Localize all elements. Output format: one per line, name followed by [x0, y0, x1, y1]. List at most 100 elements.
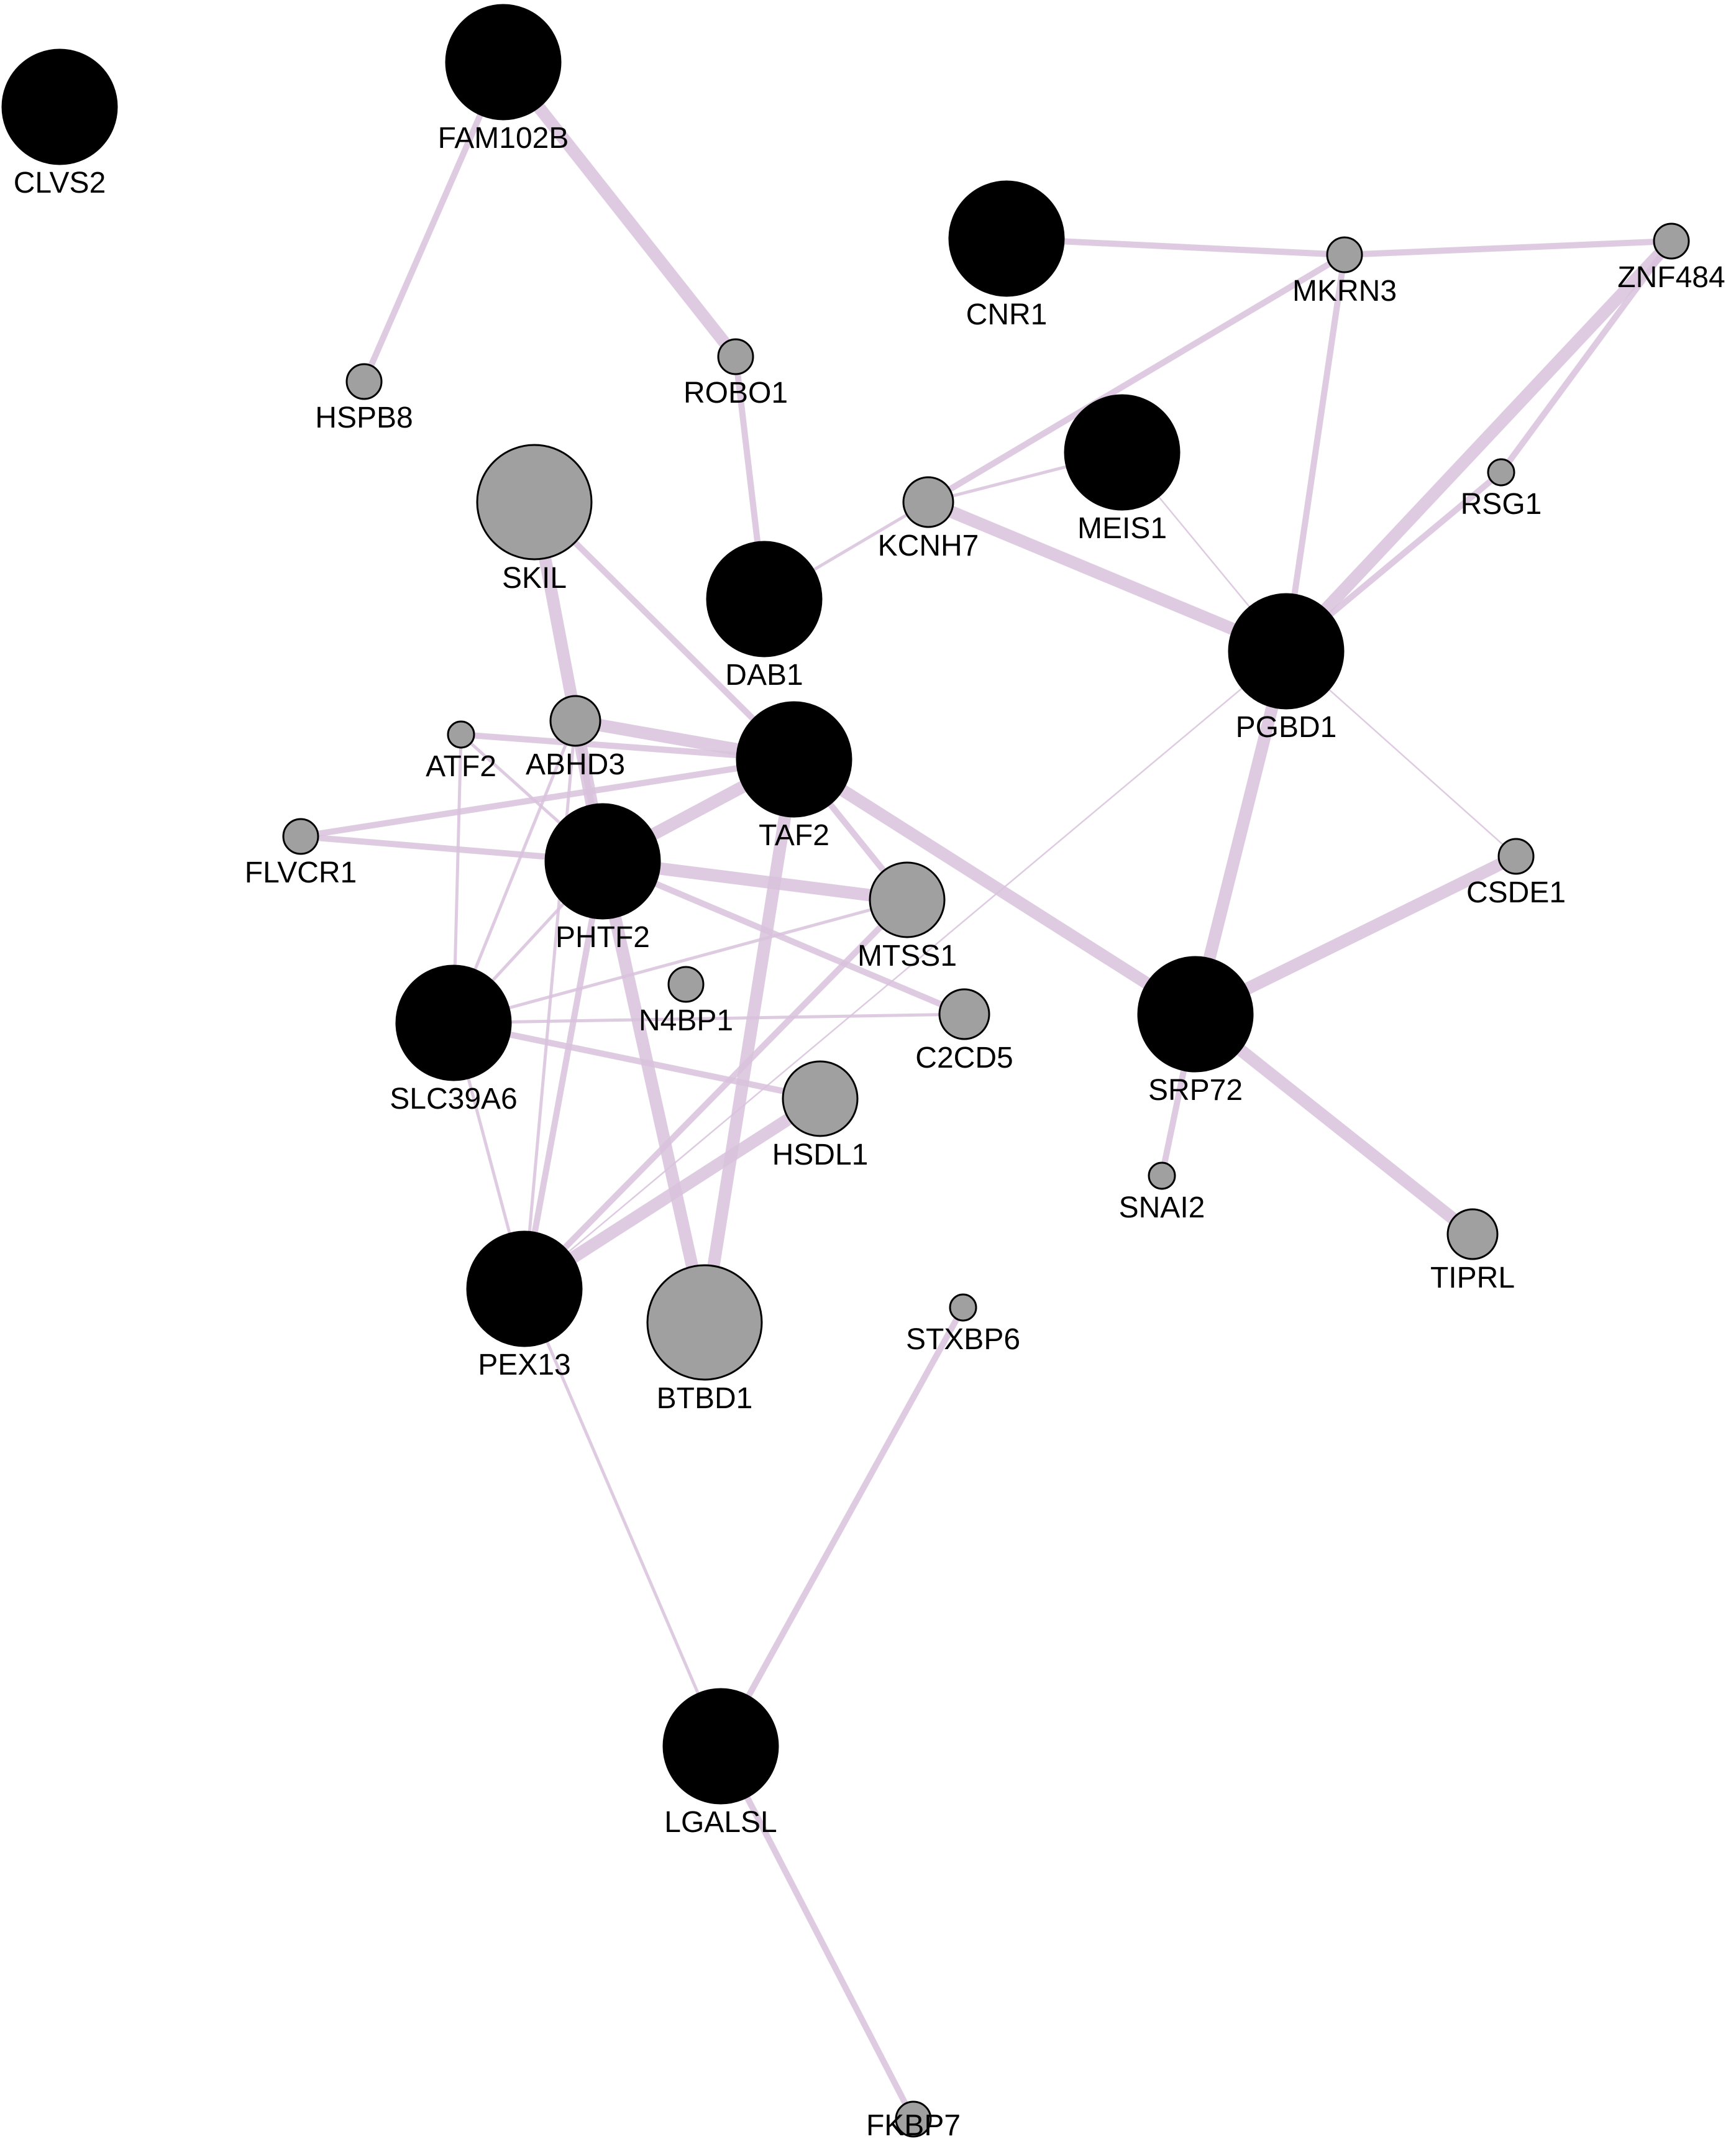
node-label-mkrn3: MKRN3 — [1292, 275, 1397, 308]
node-label-kcnh7: KCNH7 — [878, 529, 979, 562]
node-slc39a6[interactable]: SLC39A6 — [390, 964, 518, 1115]
node-label-snai2: SNAI2 — [1119, 1191, 1205, 1224]
edge-mkrn3-kcnh7 — [925, 252, 1348, 505]
node-circle-fam102b[interactable] — [445, 4, 562, 121]
edge-phtf2-pex13 — [521, 858, 606, 1292]
node-circle-skil[interactable] — [476, 444, 593, 561]
node-circle-pgbd1[interactable] — [1228, 593, 1345, 710]
edge-taf2-btbd1 — [698, 753, 800, 1329]
node-circle-csde1[interactable] — [1497, 838, 1535, 875]
node-abhd3[interactable]: ABHD3 — [526, 695, 625, 781]
edge-slc39a6-mtss1 — [452, 898, 909, 1025]
node-label-taf2: TAF2 — [759, 819, 829, 852]
node-circle-meis1[interactable] — [1064, 394, 1181, 511]
node-btbd1[interactable]: BTBD1 — [646, 1264, 763, 1415]
node-mtss1[interactable]: MTSS1 — [857, 861, 957, 973]
node-label-hspb8: HSPB8 — [315, 401, 413, 434]
node-label-slc39a6: SLC39A6 — [390, 1083, 517, 1115]
node-pex13[interactable]: PEX13 — [466, 1230, 583, 1381]
node-label-mtss1: MTSS1 — [857, 940, 957, 973]
node-meis1[interactable]: MEIS1 — [1064, 394, 1181, 545]
node-pgbd1[interactable]: PGBD1 — [1228, 593, 1345, 744]
edge-skil-taf2 — [531, 499, 797, 763]
edge-pex13-mtss1 — [521, 897, 910, 1292]
node-cnr1[interactable]: CNR1 — [948, 180, 1065, 331]
node-c2cd5[interactable]: C2CD5 — [915, 988, 1013, 1074]
node-circle-fkbp7[interactable] — [895, 2100, 932, 2138]
node-circle-srp72[interactable] — [1137, 956, 1254, 1073]
node-fkbp7[interactable]: FKBP7 — [866, 2100, 961, 2139]
node-circle-lgalsl[interactable] — [662, 1688, 779, 1805]
node-circle-slc39a6[interactable] — [395, 964, 512, 1081]
node-circle-n4bp1[interactable] — [667, 966, 705, 1003]
node-hspb8[interactable]: HSPB8 — [315, 363, 413, 434]
node-srp72[interactable]: SRP72 — [1137, 956, 1254, 1107]
node-circle-dab1[interactable] — [706, 541, 823, 657]
node-flvcr1[interactable]: FLVCR1 — [245, 818, 357, 889]
node-label-fam102b: FAM102B — [438, 122, 569, 155]
node-circle-atf2[interactable] — [447, 720, 475, 749]
node-circle-abhd3[interactable] — [549, 695, 601, 747]
node-label-btbd1: BTBD1 — [657, 1382, 753, 1415]
edge-phtf2-btbd1 — [596, 855, 711, 1329]
edge-znf484-rsg1 — [1498, 238, 1674, 475]
node-circle-c2cd5[interactable] — [938, 988, 990, 1040]
node-rsg1[interactable]: RSG1 — [1461, 458, 1542, 521]
node-label-tiprl: TIPRL — [1430, 1262, 1515, 1294]
node-dab1[interactable]: DAB1 — [706, 541, 823, 692]
node-taf2[interactable]: TAF2 — [736, 701, 852, 852]
node-circle-pex13[interactable] — [466, 1230, 583, 1347]
node-label-hsdl1: HSDL1 — [772, 1138, 869, 1171]
node-csde1[interactable]: CSDE1 — [1466, 838, 1566, 909]
node-circle-kcnh7[interactable] — [902, 476, 954, 528]
node-circle-tiprl[interactable] — [1446, 1208, 1499, 1260]
node-circle-btbd1[interactable] — [646, 1264, 763, 1381]
node-label-csde1: CSDE1 — [1466, 876, 1566, 909]
edge-pex13-hsdl1 — [518, 1092, 826, 1295]
node-circle-flvcr1[interactable] — [282, 818, 319, 855]
node-circle-mkrn3[interactable] — [1326, 236, 1363, 273]
node-circle-stxbp6[interactable] — [949, 1293, 977, 1322]
edge-slc39a6-c2cd5 — [452, 1012, 966, 1025]
node-label-rsg1: RSG1 — [1461, 488, 1542, 521]
node-circle-cnr1[interactable] — [948, 180, 1065, 297]
edge-znf484-pgbd1 — [1280, 235, 1678, 657]
node-tiprl[interactable]: TIPRL — [1430, 1208, 1515, 1294]
node-circle-taf2[interactable] — [736, 701, 852, 818]
node-hsdl1[interactable]: HSDL1 — [772, 1060, 869, 1171]
node-circle-snai2[interactable] — [1148, 1161, 1176, 1190]
node-circle-rsg1[interactable] — [1487, 458, 1515, 487]
node-circle-robo1[interactable] — [717, 338, 754, 375]
node-label-abhd3: ABHD3 — [526, 748, 625, 781]
edge-taf2-srp72 — [788, 753, 1202, 1020]
node-skil[interactable]: SKIL — [476, 444, 593, 595]
node-znf484[interactable]: ZNF484 — [1617, 222, 1725, 294]
edge-kcnh7-pgbd1 — [922, 496, 1292, 657]
edge-pgbd1-srp72 — [1189, 645, 1292, 1020]
node-robo1[interactable]: ROBO1 — [683, 338, 788, 410]
node-phtf2[interactable]: PHTF2 — [544, 803, 661, 954]
node-circle-znf484[interactable] — [1653, 222, 1690, 260]
node-label-znf484: ZNF484 — [1617, 261, 1725, 294]
node-circle-phtf2[interactable] — [544, 803, 661, 920]
node-n4bp1[interactable]: N4BP1 — [639, 966, 733, 1037]
node-label-cnr1: CNR1 — [966, 298, 1048, 331]
node-circle-clvs2[interactable] — [1, 48, 118, 165]
node-label-atf2: ATF2 — [426, 750, 496, 783]
node-circle-hsdl1[interactable] — [782, 1060, 859, 1137]
node-kcnh7[interactable]: KCNH7 — [878, 476, 979, 562]
node-fam102b[interactable]: FAM102B — [438, 4, 569, 155]
node-clvs2[interactable]: CLVS2 — [1, 48, 118, 199]
edge-taf2-flvcr1 — [298, 756, 797, 840]
node-snai2[interactable]: SNAI2 — [1119, 1161, 1205, 1224]
edge-fam102b-robo1 — [497, 56, 742, 363]
node-atf2[interactable]: ATF2 — [426, 720, 496, 783]
edge-lgalsl-fkbp7 — [718, 1743, 916, 2122]
node-stxbp6[interactable]: STXBP6 — [906, 1293, 1020, 1356]
node-mkrn3[interactable]: MKRN3 — [1292, 236, 1397, 308]
node-circle-hspb8[interactable] — [345, 363, 383, 400]
node-lgalsl[interactable]: LGALSL — [662, 1688, 779, 1839]
node-circle-mtss1[interactable] — [869, 861, 946, 938]
